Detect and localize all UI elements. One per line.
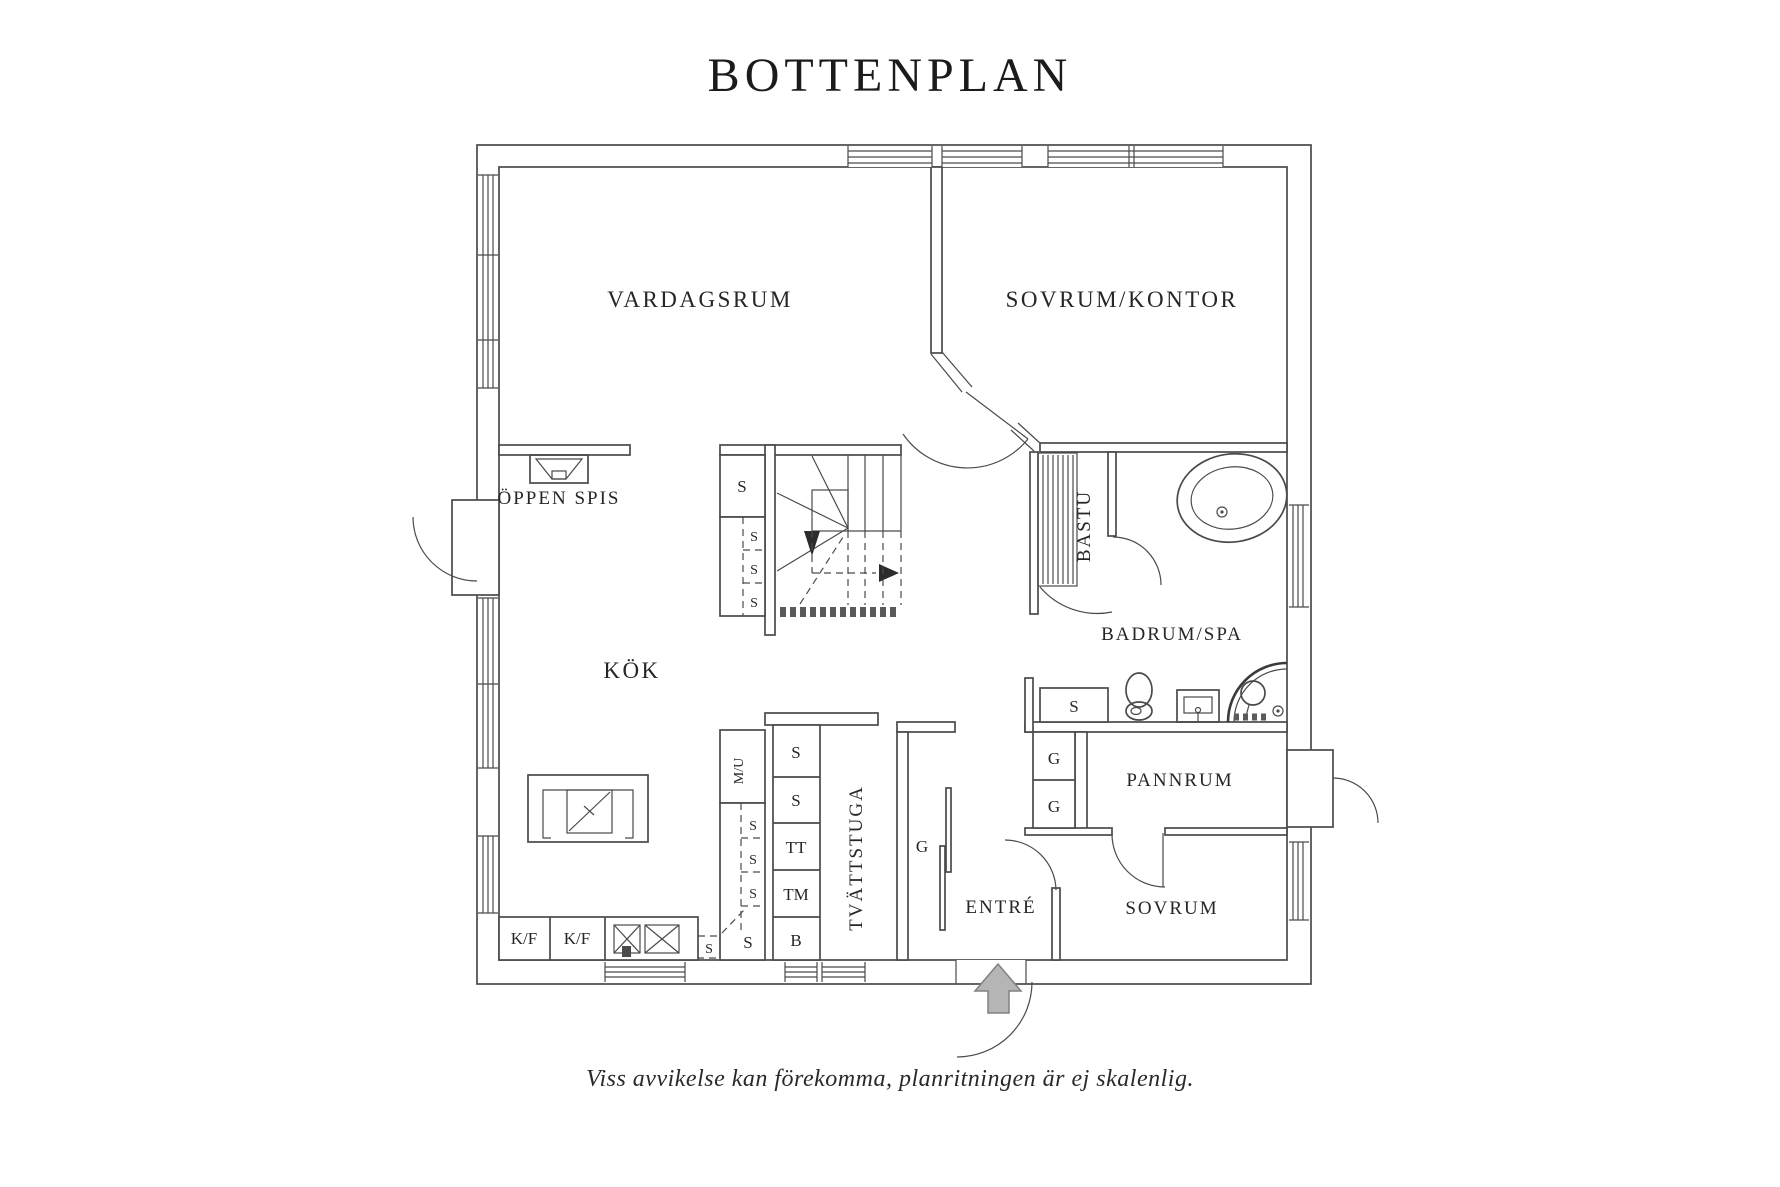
washing-machine-label: TM xyxy=(783,885,809,904)
wardrobe-label: S xyxy=(705,942,713,957)
micro-oven-label: M/U xyxy=(732,758,747,784)
wardrobe-label: S xyxy=(750,530,758,545)
window xyxy=(604,962,686,982)
room-label-sovrum-kontor: SOVRUM/KONTOR xyxy=(1006,287,1239,312)
room-label-pannrum: PANNRUM xyxy=(1126,770,1233,791)
closet-label: G xyxy=(1048,749,1060,768)
closet-gg xyxy=(1032,731,1076,829)
room-label-vardagsrum: VARDAGSRUM xyxy=(607,287,793,312)
exterior-walls xyxy=(476,144,1312,985)
wardrobe-label: S xyxy=(749,887,757,902)
window xyxy=(1047,146,1224,167)
window xyxy=(941,146,1023,167)
closet-label: G xyxy=(1048,797,1060,816)
appliance-column xyxy=(772,724,821,961)
interior-walls xyxy=(498,166,1288,961)
sliding-closet xyxy=(939,787,952,931)
dryer-label: TT xyxy=(786,838,807,857)
window xyxy=(1289,841,1309,921)
bedroom-office-door xyxy=(902,391,1029,469)
sink xyxy=(1176,689,1220,723)
cabinet xyxy=(1039,687,1109,723)
page-title: BOTTENPLAN xyxy=(707,49,1073,102)
wardrobe-label: S xyxy=(743,933,752,952)
sauna xyxy=(1029,451,1117,615)
toilet xyxy=(1125,672,1153,721)
kitchen-tall-cabinets xyxy=(697,729,766,961)
wardrobe-label: S xyxy=(1069,697,1078,716)
window xyxy=(478,597,498,769)
wardrobe-label: S xyxy=(749,819,757,834)
shower xyxy=(1226,661,1288,723)
kitchen-counter xyxy=(498,916,699,961)
wardrobe-label: S xyxy=(737,477,746,496)
fridge-freezer-label: K/F xyxy=(564,929,590,948)
fireplace-icon xyxy=(529,454,589,484)
disclaimer-text: Viss avvikelse kan förekomma, planritnin… xyxy=(586,1066,1194,1092)
room-label-bastu: BASTU xyxy=(1074,490,1095,562)
room-label-badrum-spa: BADRUM/SPA xyxy=(1101,624,1243,645)
window xyxy=(847,146,933,167)
bathtub-drain xyxy=(1216,506,1228,518)
room-label-oppen-spis: ÖPPEN SPIS xyxy=(498,488,621,509)
window xyxy=(1289,504,1309,608)
window xyxy=(478,174,498,389)
bedroom-door xyxy=(1111,832,1166,888)
bench-label: B xyxy=(790,931,801,950)
wardrobe-label: S xyxy=(791,743,800,762)
bathtub xyxy=(1176,452,1288,544)
wardrobe-label: S xyxy=(791,791,800,810)
kitchen-island xyxy=(527,774,649,843)
sauna-door xyxy=(1039,536,1162,615)
window xyxy=(478,835,498,914)
closet-label: G xyxy=(916,837,928,856)
fridge-freezer-label: K/F xyxy=(511,929,537,948)
wardrobe-label: S xyxy=(749,853,757,868)
staircase xyxy=(719,454,902,617)
wardrobe-label: S xyxy=(750,563,758,578)
room-label-tvattstuga: TVÄTTSTUGA xyxy=(846,785,867,931)
window xyxy=(821,962,866,982)
window xyxy=(784,962,818,982)
entrance-arrow-icon xyxy=(973,962,1023,1014)
room-label-sovrum: SOVRUM xyxy=(1125,898,1218,919)
room-label-kok: KÖK xyxy=(603,658,660,683)
boiler-room-exterior-door xyxy=(1286,749,1379,828)
hall-door xyxy=(1004,839,1057,891)
wardrobe-label: S xyxy=(750,596,758,611)
kitchen-exterior-door xyxy=(412,499,500,596)
bathtub-drain-dot xyxy=(1220,510,1224,514)
room-label-entre: ENTRÉ xyxy=(965,896,1036,918)
